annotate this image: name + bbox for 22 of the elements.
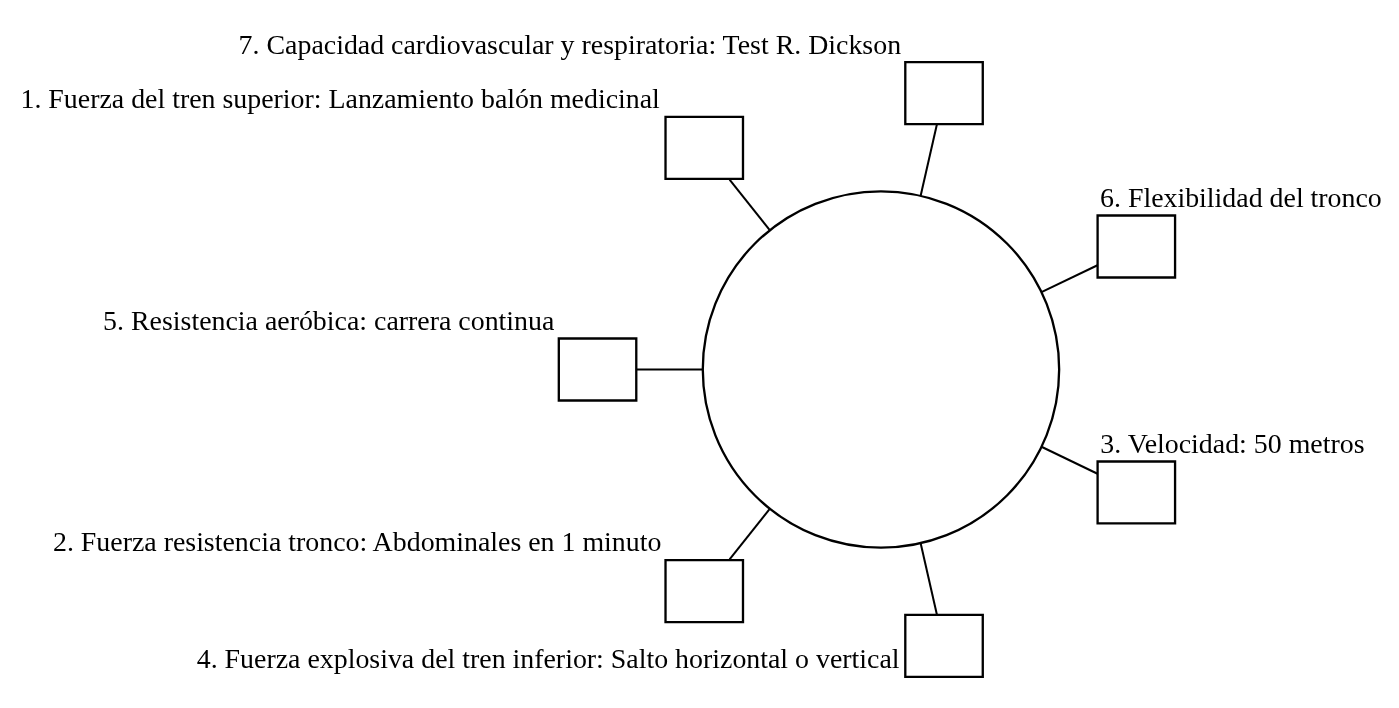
node-box [904,613,984,678]
node-box [664,558,745,624]
connector [1041,446,1098,475]
node-label: 3. Velocidad: 50 metros [1100,427,1365,459]
node-box [664,115,745,181]
node-box [1096,214,1177,279]
connector [919,543,938,615]
connector [636,368,703,371]
node-box [557,337,638,402]
node-label: 2. Fuerza resistencia tronco: Abdominales en 1 minuto [52,526,662,558]
node-label: 6. Flexibilidad del tronco [1100,181,1382,213]
node-label: 7. Capacidad cardiovascular y respiratoria: Test R. Dickson [238,28,902,60]
node-box [1096,460,1177,525]
connector [728,508,771,560]
node-label: 1. Fuerza del tren superior: Lanzamiento balón medicinal [20,83,660,115]
node-label: 5. Resistencia aeróbica: carrera continua [103,304,555,336]
node-circle [701,190,1061,549]
node-label: 4. Fuerza explosiva del tren inferior: Salto horizontal o vertical [196,643,900,675]
connector [919,124,938,196]
connector [728,179,771,231]
connector [1041,264,1098,293]
node-box [904,61,984,126]
